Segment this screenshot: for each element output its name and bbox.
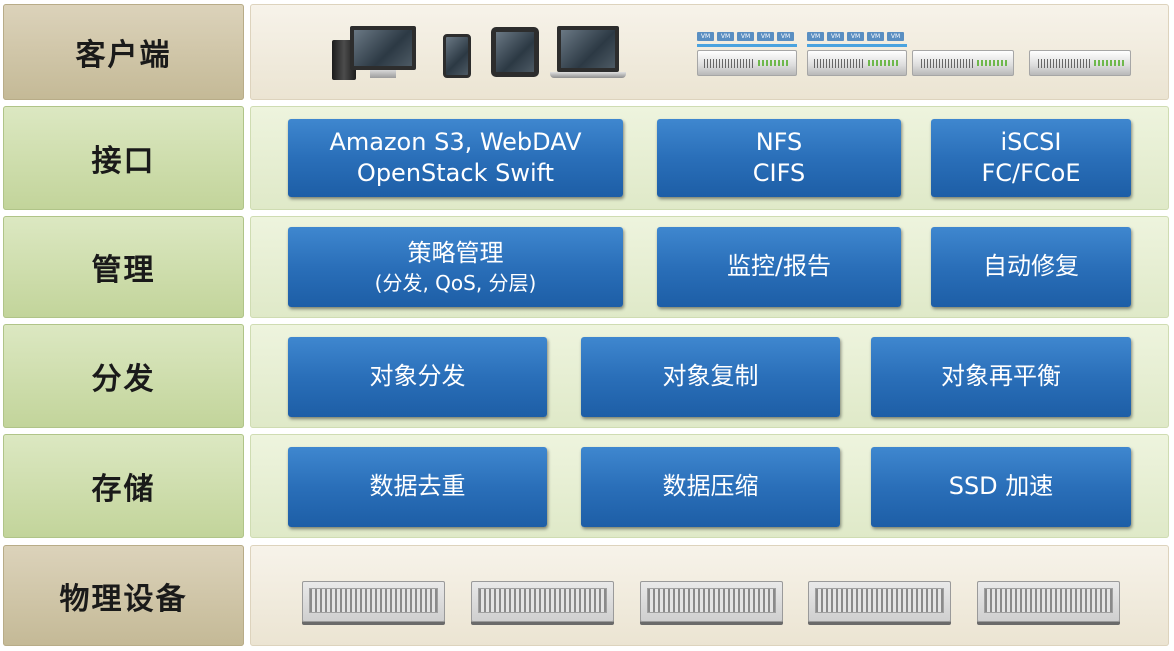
layer-label-distribution: 分发	[3, 324, 244, 428]
layer-storage: 存储 数据去重 数据压缩 SSD 加速	[3, 434, 1169, 538]
vm-server-icon: VM VM VM VM VM	[807, 32, 907, 78]
layer-management: 管理 策略管理 (分发, QoS, 分层) 监控/报告 自动修复	[3, 216, 1169, 318]
layer-label-client: 客户端	[3, 4, 244, 100]
laptop-icon	[557, 26, 619, 72]
policy-management-box: 策略管理 (分发, QoS, 分层)	[288, 227, 623, 307]
rack-server-icon	[1029, 50, 1131, 76]
storage-band: 数据去重 数据压缩 SSD 加速	[250, 434, 1169, 538]
storage-array-icon	[977, 581, 1120, 622]
layer-label-interface: 接口	[3, 106, 244, 210]
monitor-stand-icon	[370, 70, 396, 78]
layer-physical: 物理设备	[3, 545, 1169, 646]
layer-label-storage: 存储	[3, 434, 244, 538]
object-rebalance-box: 对象再平衡	[871, 337, 1131, 417]
layer-label-management: 管理	[3, 216, 244, 318]
distribution-band: 对象分发 对象复制 对象再平衡	[250, 324, 1169, 428]
storage-array-icon	[640, 581, 783, 622]
ssd-acceleration-box: SSD 加速	[871, 447, 1131, 527]
tablet-icon	[491, 27, 539, 77]
laptop-base-icon	[550, 72, 626, 78]
layer-interface: 接口 Amazon S3, WebDAV OpenStack Swift NFS…	[3, 106, 1169, 210]
rack-server-icon	[912, 50, 1014, 76]
layer-distribution: 分发 对象分发 对象复制 对象再平衡	[3, 324, 1169, 428]
storage-array-icon	[302, 581, 445, 622]
layer-label-physical: 物理设备	[3, 545, 244, 646]
management-band: 策略管理 (分发, QoS, 分层) 监控/报告 自动修复	[250, 216, 1169, 318]
block-protocol-box: iSCSI FC/FCoE	[931, 119, 1131, 197]
object-protocol-box: Amazon S3, WebDAV OpenStack Swift	[288, 119, 623, 197]
storage-array-icon	[808, 581, 951, 622]
object-replication-box: 对象复制	[581, 337, 840, 417]
phone-icon	[443, 34, 471, 78]
object-distribution-box: 对象分发	[288, 337, 547, 417]
compression-box: 数据压缩	[581, 447, 840, 527]
deduplication-box: 数据去重	[288, 447, 547, 527]
file-protocol-box: NFS CIFS	[657, 119, 901, 197]
physical-devices-band	[250, 545, 1169, 646]
desktop-monitor-icon	[350, 26, 416, 70]
layer-client: 客户端 VM VM VM VM VM VM VM VM	[3, 4, 1169, 100]
vm-server-icon: VM VM VM VM VM	[697, 32, 797, 78]
auto-repair-box: 自动修复	[931, 227, 1131, 307]
interface-band: Amazon S3, WebDAV OpenStack Swift NFS CI…	[250, 106, 1169, 210]
client-devices-band: VM VM VM VM VM VM VM VM VM VM	[250, 4, 1169, 100]
monitoring-box: 监控/报告	[657, 227, 901, 307]
storage-array-icon	[471, 581, 614, 622]
